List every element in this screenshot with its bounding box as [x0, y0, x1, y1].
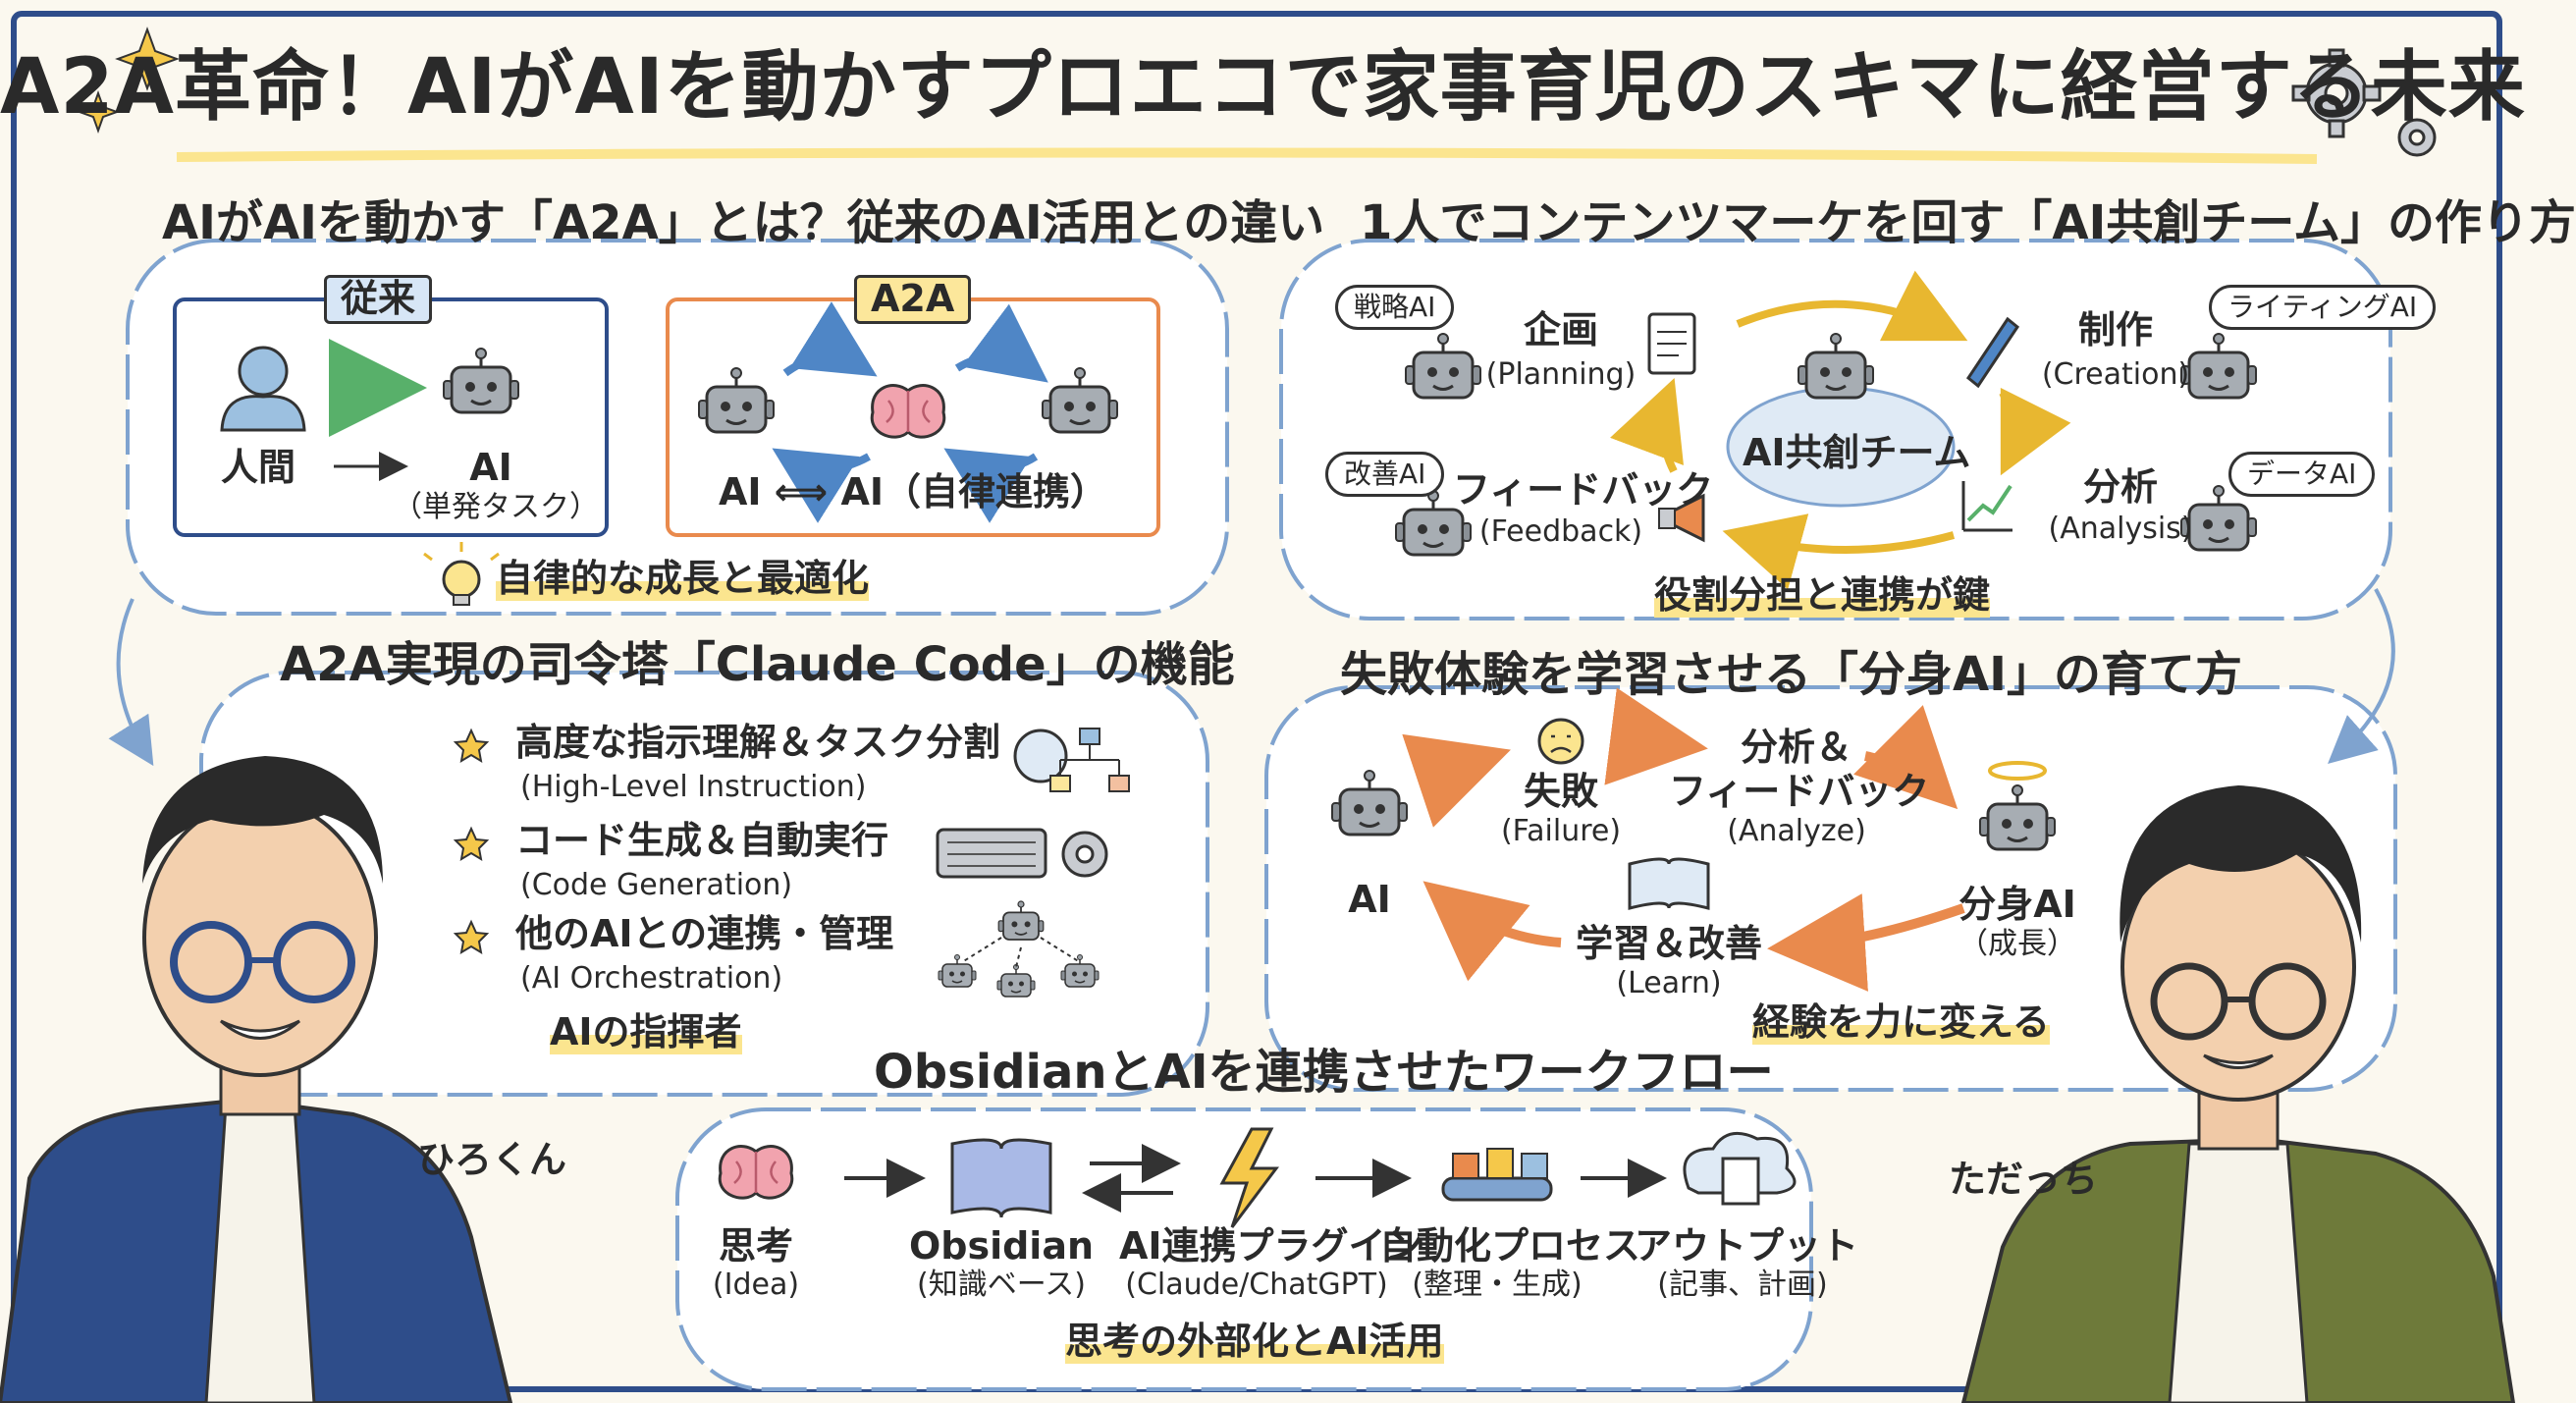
sec5-step-automation-sub: (整理・生成): [1412, 1268, 1583, 1302]
sec3-feature-3-en: (AI Orchestration): [520, 961, 783, 996]
illustration-layer: [0, 11, 2516, 1403]
sec5-step-idea-sub: (Idea): [712, 1268, 800, 1302]
bubble-strategy-ai: 戦略AI: [1335, 285, 1455, 331]
person-tadacchi-illustration: [1960, 785, 2516, 1403]
sec1-a2a-caption: AI ⟺ AI（自律連携）: [718, 470, 1108, 513]
page-title: A2A革命！AIがAIを動かすプロエコで家事育児のスキマに経営する未来: [0, 43, 2526, 132]
sec4-clone-sub: （成長）: [1959, 927, 2076, 961]
sec4-clone-ai: 分身AI: [1959, 883, 2076, 926]
sec3-feature-3: 他のAIとの連携・管理: [515, 912, 894, 955]
sec2-footer: 役割分担と連携が鍵: [1654, 573, 1991, 618]
sec2-analysis: 分析: [2082, 465, 2158, 509]
sec3-heading: A2A実現の司令塔「Claude Code」の機能: [280, 637, 1235, 692]
sec2-plan: 企画: [1523, 308, 1598, 351]
sec2-feedback: フィードバック: [1453, 468, 1714, 512]
sec4-fail: 失敗: [1523, 770, 1598, 813]
sec3-feature-2-en: (Code Generation): [520, 868, 793, 902]
sec4-learn-en: (Learn): [1616, 966, 1722, 1000]
sec1-heading: AIがAIを動かす「A2A」とは？従来のAI活用との違い: [162, 195, 1325, 250]
sec4-fail-en: (Failure): [1500, 814, 1622, 848]
sec5-heading: ObsidianとAIを連携させたワークフロー: [874, 1045, 1774, 1100]
sec2-center-team: AI共創チーム: [1743, 431, 1971, 474]
sec1-a2a-tag: A2A: [854, 275, 972, 324]
sec4-learn: 学習＆改善: [1575, 922, 1762, 965]
sec4-ai: AI: [1348, 878, 1391, 921]
sec5-step-plugin: AI連携プラグイン: [1119, 1224, 1423, 1268]
sec5-step-obsidian-sub: (知識ベース): [917, 1268, 1086, 1302]
sec5-step-plugin-sub: (Claude/ChatGPT): [1125, 1268, 1388, 1302]
sec3-feature-1-en: (High-Level Instruction): [520, 770, 867, 804]
sec2-create: 制作: [2077, 308, 2153, 351]
sec2-plan-en: (Planning): [1485, 357, 1637, 392]
sec1-human-label: 人間: [221, 446, 296, 489]
sec2-create-en: (Creation): [2041, 357, 2190, 392]
sec4-analyze: 分析＆: [1740, 726, 1852, 769]
sec5-step-obsidian: Obsidian: [908, 1224, 1095, 1268]
sec1-ai-sublabel: （単発タスク）: [393, 490, 599, 524]
infographic-canvas: A2A革命！AIがAIを動かすプロエコで家事育児のスキマに経営する未来 AIがA…: [0, 11, 2576, 1403]
sec3-footer: AIの指揮者: [550, 1010, 742, 1054]
sec2-feedback-en: (Feedback): [1478, 514, 1643, 549]
sec5-step-automation: 自動化プロセス: [1379, 1224, 1641, 1268]
sec2-heading: 1人でコンテンツマーケを回す「AI共創チーム」の作り方: [1360, 195, 2576, 250]
person-name-hirokun: ひろくん: [417, 1138, 567, 1181]
sec4-heading: 失敗体験を学習させる「分身AI」の育て方: [1340, 647, 2243, 702]
sec1-footer: 自律的な成長と最適化: [496, 557, 870, 601]
sec5-step-idea: 思考: [718, 1224, 793, 1268]
bubble-writing-ai: ライティングAI: [2209, 285, 2437, 331]
sec4-analyze-en: (Analyze): [1727, 814, 1866, 848]
sec5-step-output: アウトプット: [1635, 1224, 1859, 1268]
bubble-improve-ai: 改善AI: [1325, 452, 1445, 498]
sec1-ai-label: AI: [469, 446, 512, 489]
sec2-analysis-en: (Analysis): [2048, 512, 2193, 546]
person-hirokun-illustration: [0, 756, 513, 1403]
sec1-old-tag: 従来: [324, 275, 433, 324]
sec5-footer: 思考の外部化とAI活用: [1065, 1320, 1444, 1364]
bubble-data-ai: データAI: [2228, 452, 2376, 498]
sec4-footer: 経験を力に変える: [1752, 1000, 2050, 1045]
sec4-analyze-2: フィードバック: [1669, 770, 1930, 813]
sec5-step-output-sub: (記事、計画): [1657, 1268, 1828, 1302]
sec3-feature-2: コード生成＆自動実行: [515, 819, 889, 862]
sec3-feature-1: 高度な指示理解＆タスク分割: [515, 721, 1001, 764]
person-name-tadacchi: ただっち: [1949, 1158, 2099, 1201]
